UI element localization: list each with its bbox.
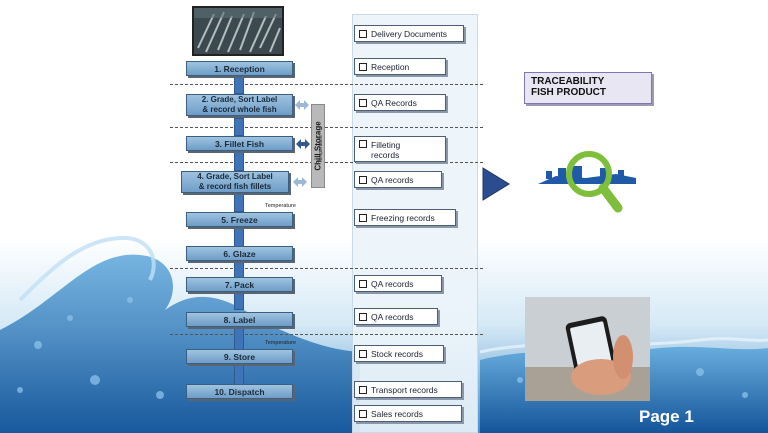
- process-step-grade-whole-fish: 2. Grade, Sort Label & record whole fish: [186, 94, 293, 116]
- record-filleting: Filleting records: [354, 136, 446, 162]
- record-sales: Sales records: [354, 405, 462, 422]
- process-step-store: 9. Store: [186, 349, 293, 364]
- arrow-right-icon: [482, 167, 510, 201]
- double-arrow-icon: [295, 100, 309, 110]
- flow-arrow: [234, 226, 244, 248]
- process-step-pack: 7. Pack: [186, 277, 293, 292]
- separator-line: [170, 268, 483, 269]
- traceability-logo: [526, 138, 648, 222]
- record-qa-pack: QA records: [354, 275, 442, 292]
- process-step-freeze: 5. Freeze: [186, 212, 293, 227]
- record-freezing: Freezing records: [354, 209, 456, 226]
- traceability-line-1: TRACEABILITY: [531, 76, 605, 87]
- flow-arrow: [234, 151, 244, 171]
- checkbox-icon: [359, 312, 367, 321]
- process-step-reception: 1. Reception: [186, 61, 293, 76]
- record-qa-label: QA records: [354, 308, 438, 325]
- checkbox-icon: [359, 62, 367, 71]
- checkbox-icon: [359, 349, 367, 358]
- flow-arrow: [234, 76, 244, 94]
- checkbox-icon: [359, 279, 367, 288]
- record-delivery-documents: Delivery Documents: [354, 25, 464, 42]
- flow-arrow: [234, 325, 244, 350]
- flow-arrow: [234, 259, 244, 279]
- process-step-glaze: 6. Glaze: [186, 246, 293, 261]
- traceability-title-box: TRACEABILITY FISH PRODUCT: [524, 72, 652, 104]
- flow-arrow: [234, 193, 244, 212]
- record-reception: Reception: [354, 58, 446, 75]
- separator-line: [170, 84, 483, 85]
- double-arrow-icon: [296, 139, 310, 149]
- checkbox-icon: [359, 29, 367, 38]
- record-transport: Transport records: [354, 381, 462, 398]
- checkbox-icon: [359, 140, 367, 148]
- process-step-fillet: 3. Fillet Fish: [186, 136, 293, 151]
- traceability-line-2: FISH PRODUCT: [531, 87, 606, 98]
- fish-photo: [192, 6, 284, 56]
- checkbox-icon: [359, 213, 367, 222]
- checkbox-icon: [359, 385, 367, 394]
- temperature-label: Temperature: [265, 340, 296, 346]
- flow-arrow: [234, 118, 244, 136]
- record-stock: Stock records: [354, 345, 444, 362]
- record-qa-whole-fish: QA Records: [354, 94, 446, 111]
- separator-line: [170, 334, 483, 335]
- checkbox-icon: [359, 409, 367, 418]
- checkbox-icon: [359, 175, 367, 184]
- temperature-label: Temperature: [265, 203, 296, 209]
- flow-arrow: [234, 292, 244, 310]
- phone-scan-photo: [525, 297, 650, 401]
- separator-line: [170, 127, 483, 128]
- separator-line: [170, 162, 483, 163]
- process-step-dispatch: 10. Dispatch: [186, 384, 293, 399]
- record-qa-fillets: QA records: [354, 171, 442, 188]
- flow-arrow: [234, 364, 244, 385]
- chill-storage-temperature: Temperature: [318, 134, 324, 164]
- chill-storage-bar: Chill Storage Temperature: [311, 104, 325, 188]
- process-step-label: 8. Label: [186, 312, 293, 327]
- magnifier-logo-icon: [538, 151, 636, 213]
- checkbox-icon: [359, 98, 367, 107]
- process-step-grade-fillets: 4. Grade, Sort Label & record fish fille…: [181, 171, 289, 193]
- page-number: Page 1: [639, 407, 694, 426]
- double-arrow-icon: [293, 177, 307, 187]
